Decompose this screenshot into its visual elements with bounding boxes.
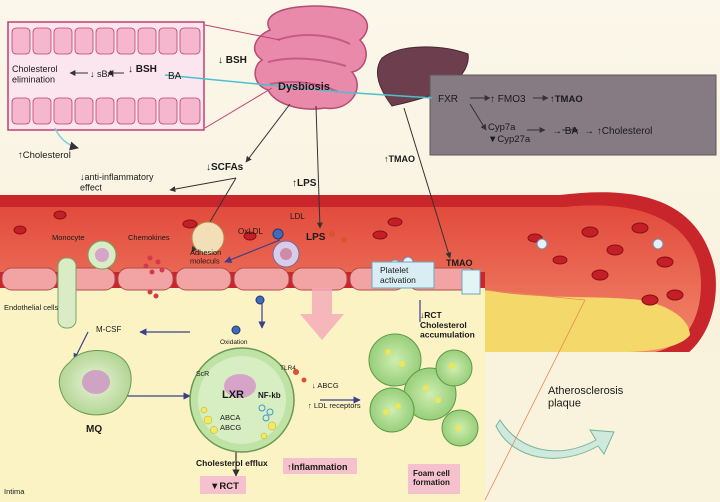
cyp7a-label: Cyp7a xyxy=(488,122,516,133)
ba-label: BA xyxy=(168,71,182,82)
lxr-label: LXR xyxy=(222,389,244,401)
lps-down-arrow xyxy=(300,288,344,340)
red-blood-cells xyxy=(13,210,684,306)
ldl-receptors-label: ↑ LDL receptors xyxy=(308,401,361,410)
tmao-arrow-label: ↑TMAO xyxy=(384,154,415,164)
monocyte-label: Monocyte xyxy=(52,233,85,242)
cholesterol-efflux-label: Cholesterol efflux xyxy=(196,458,268,468)
fmo3-label: ↑ FMO3 xyxy=(490,94,526,105)
zoom-line-1 xyxy=(484,299,586,501)
inflammation-label: ↑Inflammation xyxy=(287,462,348,472)
lps-gut-label: ↑LPS xyxy=(292,178,317,189)
abcg-inner-label: ABCG xyxy=(220,423,241,432)
connector-lines xyxy=(54,24,579,259)
scr-label: ScR xyxy=(196,371,209,378)
abcg-label: ↓ ABCG xyxy=(312,381,339,390)
bsh-inner-label: ↓ BSH xyxy=(128,64,157,75)
oxldl-label: OxLDL xyxy=(238,227,263,236)
tmao-vessel-label: TMAO xyxy=(446,258,473,268)
intima-label: Intima xyxy=(4,487,25,496)
central-macrophage xyxy=(189,347,295,453)
cholesterol-liver-label: → ↑Cholesterol xyxy=(584,126,652,137)
outer-region xyxy=(485,352,720,502)
oxldl-particle xyxy=(272,240,300,268)
ldl-label: LDL xyxy=(290,212,305,221)
zoom-line-2 xyxy=(484,289,586,301)
nfkb-label: NF-kb xyxy=(258,391,281,400)
lps-particles xyxy=(293,231,347,383)
foam-cell-box xyxy=(408,464,460,494)
intestine-illustration xyxy=(253,5,369,110)
chemokines-label: Chemokines xyxy=(128,233,170,242)
lps-vessel-label: LPS xyxy=(306,232,326,243)
liver-pathway-box xyxy=(429,74,717,156)
ldl-particles xyxy=(231,228,284,335)
dysbiosis-label: Dysbiosis xyxy=(278,81,330,93)
tmao-liver-label: ↑TMAO xyxy=(550,94,583,105)
progression-arrow xyxy=(495,419,615,459)
foam-cells xyxy=(368,333,479,447)
migrating-monocyte xyxy=(57,257,77,329)
inflammation-box xyxy=(283,458,357,474)
gut-cholesterol-label: ↑Cholesterol xyxy=(18,150,71,161)
rct-box xyxy=(200,476,246,494)
tlr4-label: TLR4 xyxy=(280,365,296,372)
mcsf-label: M-CSF xyxy=(96,325,121,334)
adhesion-cell xyxy=(191,221,225,255)
scfas-label: ↓SCFAs xyxy=(206,162,244,173)
monocyte-cell xyxy=(87,240,117,270)
chemokine-dots xyxy=(143,255,165,299)
cyp27a-label: ▼Cyp27a xyxy=(488,134,531,145)
endothelial-label: Endothelial cells xyxy=(4,303,58,312)
platelet-activation-box xyxy=(371,261,435,289)
bsh-top-label: ↓ BSH xyxy=(218,55,247,66)
rct-label: ▼RCT xyxy=(210,481,239,492)
macrophage-cell xyxy=(58,349,132,416)
pathway-arrows xyxy=(73,239,421,477)
ba-liver-label: → BA xyxy=(552,126,578,137)
vessel-plaque xyxy=(485,290,690,352)
fxr-label: FXR xyxy=(438,94,458,105)
mq-label: MQ xyxy=(86,424,102,435)
oxidation-label: Oxidation xyxy=(220,339,248,346)
tmao-receptor xyxy=(461,269,481,295)
abca-label: ABCA xyxy=(220,413,240,422)
sba-label: ↓ sBA xyxy=(90,69,114,79)
